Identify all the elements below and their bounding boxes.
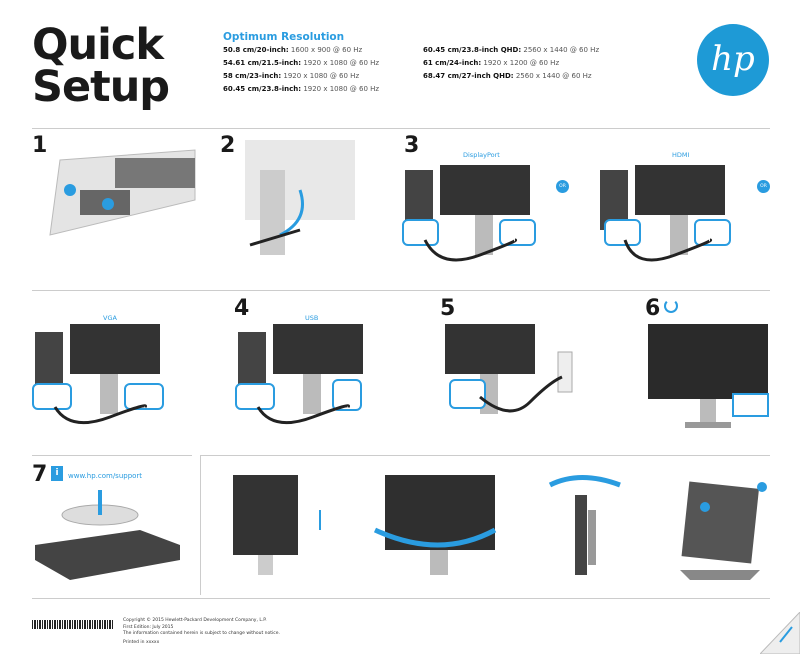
hdmi-connection-illustration xyxy=(600,165,731,262)
usb-connection-illustration xyxy=(235,324,363,425)
resolution-list-left: 50.8 cm/20-inch: 1600 x 900 @ 60 Hz 54.6… xyxy=(223,44,379,96)
support-link[interactable]: www.hp.com/support xyxy=(68,472,143,480)
info-icon: i xyxy=(51,466,63,481)
power-cable-illustration xyxy=(445,324,573,414)
resolution-item: 54.61 cm/21.5-inch: 1920 x 1080 @ 60 Hz xyxy=(223,59,380,67)
or-badge: OR xyxy=(556,180,569,193)
or-badge: OR xyxy=(757,180,770,193)
stand-attach-illustration xyxy=(49,149,196,236)
displayport-label: DisplayPort xyxy=(463,151,500,159)
copyright-line: Copyright © 2015 Hewlett-Packard Develop… xyxy=(123,618,267,623)
copyright-notice: Copyright © 2015 Hewlett-Packard Develop… xyxy=(123,618,280,646)
step-6-number: 6 xyxy=(645,296,661,321)
height-adjust-illustration xyxy=(233,475,321,575)
resolution-item: 50.8 cm/20-inch: 1600 x 900 @ 60 Hz xyxy=(223,46,363,54)
tilt-illustration xyxy=(548,475,621,575)
divider xyxy=(32,455,192,456)
barcode xyxy=(32,620,114,629)
displayport-connection-illustration xyxy=(402,165,536,262)
swivel-illustration xyxy=(680,481,767,580)
hdmi-label: HDMI xyxy=(672,151,690,159)
step-1-number: 1 xyxy=(32,133,48,158)
power-icon xyxy=(664,299,678,313)
step-3-number: 3 xyxy=(404,133,420,158)
disc-install-illustration xyxy=(35,490,180,580)
step-2-number: 2 xyxy=(220,133,236,158)
edition-line: First Edition: July 2015 xyxy=(123,624,174,630)
pivot-illustration xyxy=(373,475,497,575)
resolution-item: 61 cm/24-inch: 1920 x 1200 @ 60 Hz xyxy=(423,59,560,67)
monitor-power-on-illustration xyxy=(648,324,769,428)
vga-label: VGA xyxy=(103,314,117,322)
step-5-number: 5 xyxy=(440,296,456,321)
resolution-item: 68.47 cm/27-inch QHD: 2560 x 1440 @ 60 H… xyxy=(423,72,592,80)
divider xyxy=(32,598,770,599)
resolution-list-right: 60.45 cm/23.8-inch QHD: 2560 x 1440 @ 60… xyxy=(423,44,599,83)
usb-label: USB xyxy=(305,314,319,322)
page-curl-icon xyxy=(760,612,800,654)
notice-line: The information contained herein is subj… xyxy=(123,631,280,636)
resolution-heading: Optimum Resolution xyxy=(223,31,345,43)
divider xyxy=(32,128,770,129)
ergonomics-panel xyxy=(200,455,770,595)
hp-logo: hp xyxy=(697,24,769,96)
step-7-number: 7 xyxy=(32,462,48,487)
divider xyxy=(32,290,770,291)
title-line1: Quick xyxy=(32,20,164,70)
resolution-item: 60.45 cm/23.8-inch: 1920 x 1080 @ 60 Hz xyxy=(223,85,380,93)
printed-line: Printed in xxxxx xyxy=(123,639,160,645)
resolution-item: 58 cm/23-inch: 1920 x 1080 @ 60 Hz xyxy=(223,72,360,80)
vga-connection-illustration xyxy=(32,324,164,425)
title-line2: Setup xyxy=(32,62,170,112)
step-4-number: 4 xyxy=(234,296,250,321)
resolution-item: 60.45 cm/23.8-inch QHD: 2560 x 1440 @ 60… xyxy=(423,46,600,54)
cable-routing-illustration xyxy=(245,140,355,255)
